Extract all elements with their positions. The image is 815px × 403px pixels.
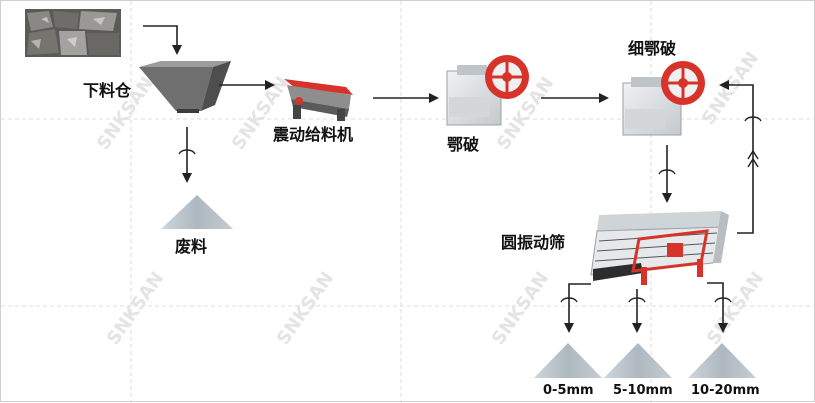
hopper-machine (139, 61, 231, 113)
circular-screen-machine (590, 211, 729, 285)
watermark-6: SNKSAN (273, 268, 338, 349)
label-hopper: 下料仓 (83, 81, 132, 100)
arrow-screen-to-0-5 (564, 283, 591, 333)
vibrating-feeder-machine (284, 79, 353, 121)
label-vibrating-feeder: 震动给料机 (273, 125, 354, 144)
label-fine-jaw-crusher: 细鄂破 (628, 39, 677, 58)
label-waste: 废料 (175, 237, 208, 256)
jaw-crusher-machine (446, 55, 529, 126)
pile-10-20mm (688, 343, 756, 378)
label-product-5-10mm: 5-10mm (613, 383, 673, 398)
pile-0-5mm (534, 343, 602, 378)
pile-5-10mm (604, 343, 672, 378)
waste-pile (161, 195, 233, 229)
stockpiles (161, 195, 756, 378)
watermark-7: SNKSAN (488, 268, 553, 349)
watermark-5: SNKSAN (103, 268, 168, 349)
label-product-0-5mm: 0-5mm (543, 383, 594, 398)
arrow-screen-to-10-20 (707, 282, 728, 333)
label-jaw-crusher: 鄂破 (447, 135, 480, 154)
watermark-8: SNKSAN (703, 268, 768, 349)
line-crossings (178, 116, 762, 303)
raw-stone-image (25, 9, 121, 57)
label-product-10-20mm: 10-20mm (691, 383, 760, 398)
fine-jaw-crusher-machine (622, 61, 705, 136)
label-circular-screen: 圆振动筛 (501, 233, 566, 252)
flow-arrows (143, 25, 754, 333)
arrow-stone-to-hopper (143, 25, 182, 55)
